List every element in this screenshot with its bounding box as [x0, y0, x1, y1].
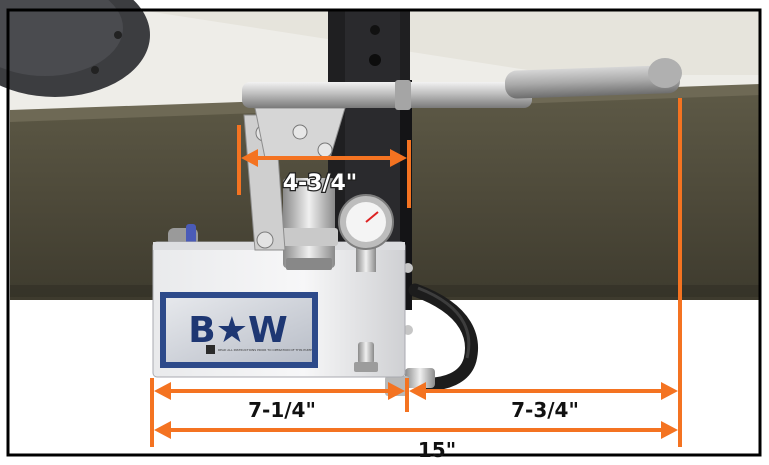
dim-handle-arrow-right	[390, 149, 407, 167]
plate-hole	[91, 66, 99, 74]
dim-right-arrow-right	[661, 382, 678, 400]
socket-pin	[317, 142, 333, 158]
hydraulic-hose	[408, 283, 478, 391]
qr-code	[206, 345, 215, 354]
scene-back-wall	[140, 10, 760, 75]
dim-right-arrow-left	[409, 382, 426, 400]
hose-crimp-fitting	[405, 368, 435, 388]
release-valve-knob	[358, 342, 374, 364]
linkage-pin	[256, 231, 274, 249]
dim-total-arrow-left	[154, 421, 171, 439]
logo-fine-print: READ ALL INSTRUCTIONS PRIOR TO OPERATION…	[218, 348, 312, 352]
logo-text: B★W	[188, 310, 287, 351]
pump-cylinder-cap	[280, 228, 338, 246]
dim-handle-width-label: 4-3/4"	[283, 171, 358, 196]
plate-hole	[114, 31, 122, 39]
gauge-needle	[365, 211, 379, 223]
release-valve-base	[354, 362, 378, 372]
handle-grip-end	[648, 58, 682, 88]
dim-right-segment-label: 7-3/4"	[511, 398, 579, 422]
bracket-bolt	[370, 25, 380, 35]
dim-left-segment-label: 7-1/4"	[248, 398, 316, 422]
dim-left-arrow-left	[154, 382, 171, 400]
pump-cylinder-base	[286, 258, 332, 270]
hose-highlight	[417, 286, 471, 359]
dim-total-label: 15"	[418, 438, 456, 462]
socket-pin	[292, 124, 308, 140]
handle-collar	[395, 80, 411, 110]
dim-total-arrow-right	[661, 421, 678, 439]
dimension-annotations	[150, 98, 682, 447]
bracket-bolt	[369, 54, 381, 66]
pump-handle-bar	[242, 82, 532, 108]
image-border	[6, 8, 762, 457]
handle-extension	[504, 65, 681, 99]
dim-left-arrow-right	[388, 382, 405, 400]
logo-label-face	[166, 298, 312, 362]
dim-handle-arrow-left	[241, 149, 258, 167]
round-plate-inner	[0, 0, 123, 76]
